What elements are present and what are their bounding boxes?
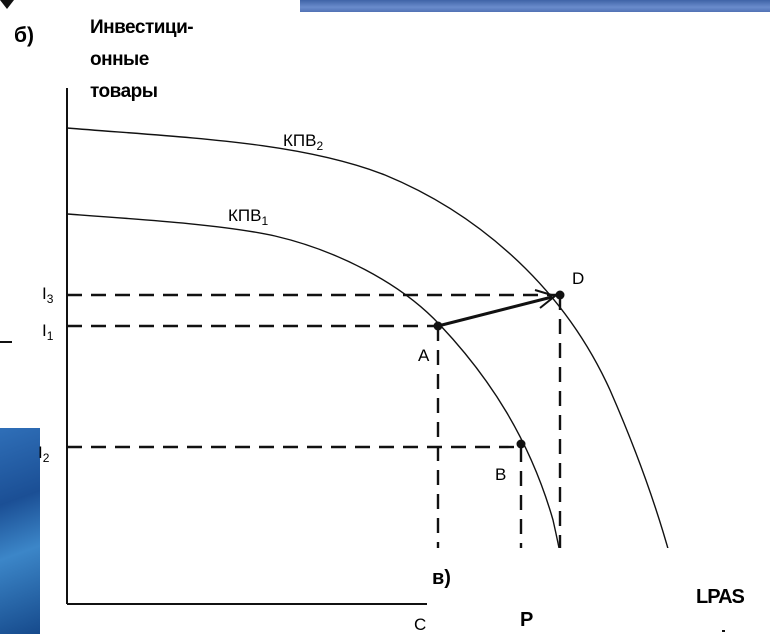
y-axis-label-line-1: Инвестици- <box>90 17 193 38</box>
tick-label-i2: I2 <box>38 443 50 465</box>
point-a <box>433 321 443 331</box>
x-axis-partial-label: C <box>414 615 426 634</box>
arrowhead-icon <box>534 289 558 309</box>
point-d <box>555 290 565 300</box>
down-triangle-icon <box>0 0 14 9</box>
arrow-a-to-d <box>437 295 553 328</box>
panel-v-y-label: P <box>520 609 533 631</box>
tick-label-i1: I1 <box>42 321 54 343</box>
curve-kpv-2 <box>66 127 683 605</box>
y-axis-label-line-3: товары <box>90 81 158 102</box>
panel-letter-b: б) <box>14 24 34 47</box>
point-b <box>516 439 526 449</box>
lpas-curve-tip <box>722 630 725 632</box>
curve-label-kpv-1: КПВ1 <box>228 206 268 228</box>
curve-kpv-1 <box>66 213 570 605</box>
background-sea-image <box>0 428 40 634</box>
tick-label-i3: I3 <box>42 284 54 306</box>
next-panel-overlay <box>427 548 770 634</box>
point-label-d: D <box>572 269 584 288</box>
panel-letter-v: в) <box>432 567 451 589</box>
point-label-a: A <box>418 346 430 365</box>
lpas-label: LPAS <box>696 586 745 608</box>
y-axis-label-line-2: онные <box>90 49 149 70</box>
point-label-b: B <box>495 465 506 484</box>
curve-label-kpv-2: КПВ2 <box>283 131 323 153</box>
background-banner <box>300 0 770 12</box>
